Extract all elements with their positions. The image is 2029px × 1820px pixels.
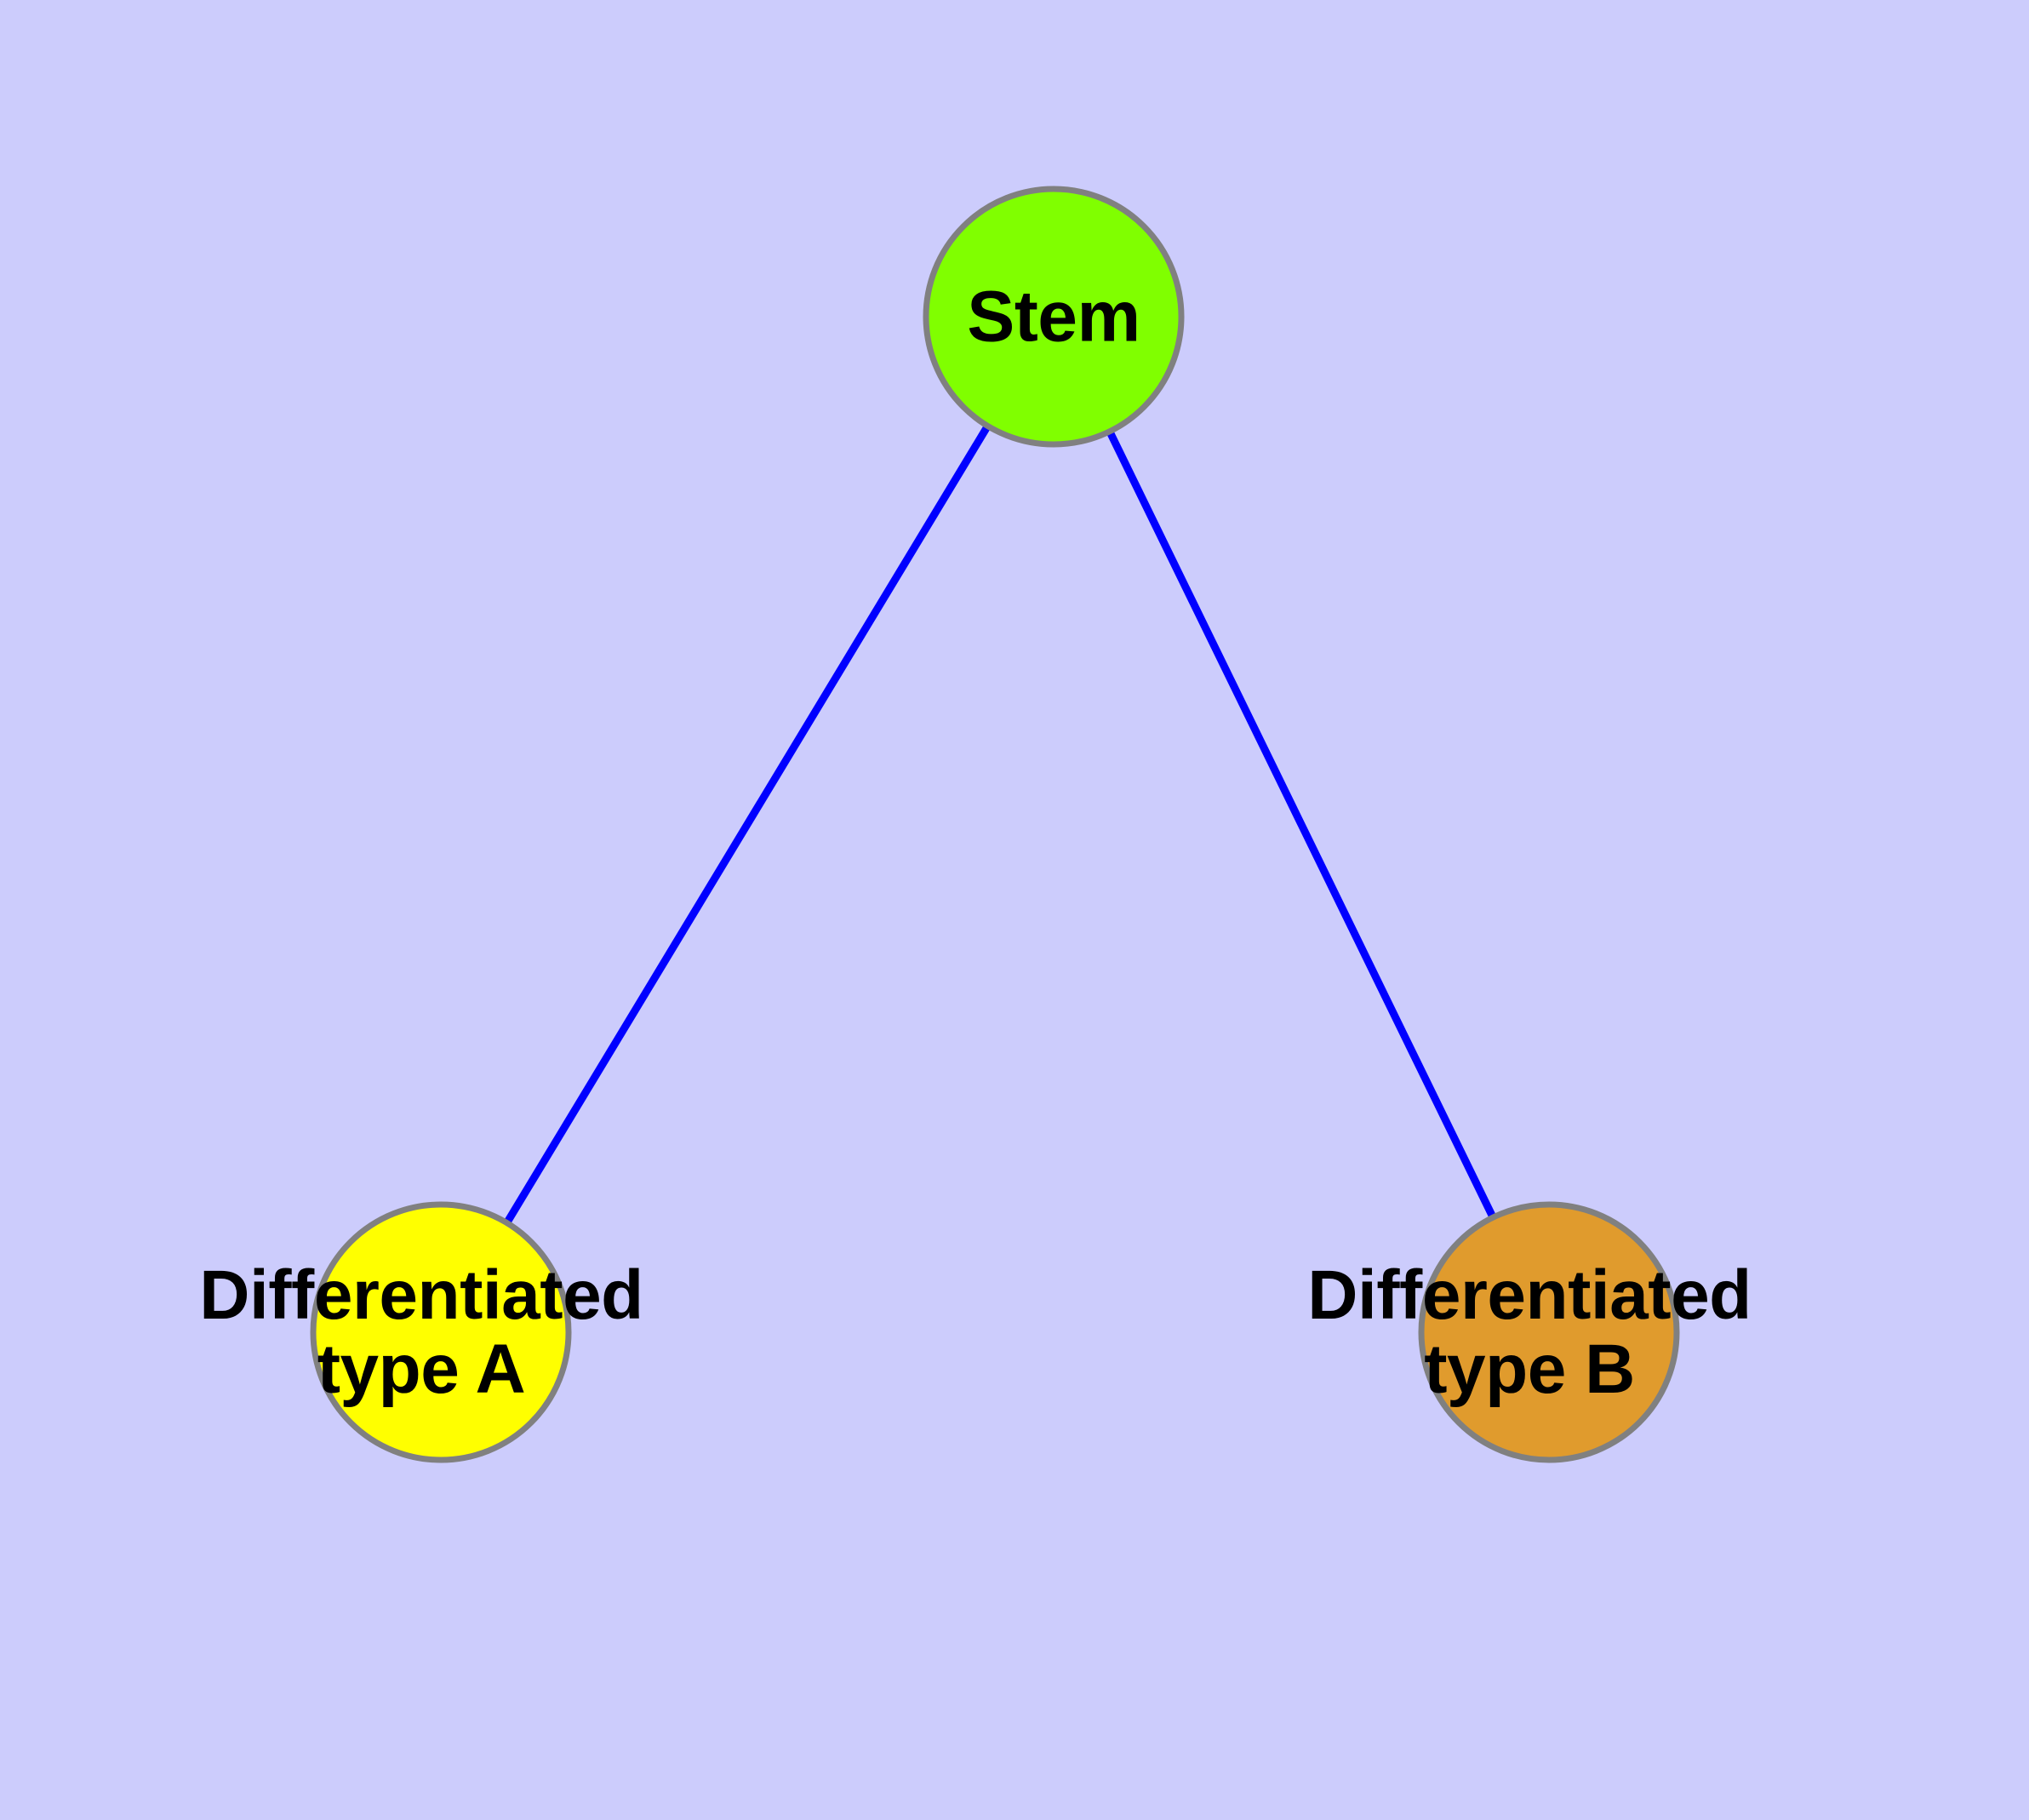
graph-node-stem[interactable]: [923, 186, 1185, 448]
graph-node-diff-b[interactable]: [1418, 1201, 1680, 1463]
node-layer: [310, 186, 1680, 1463]
edge-layer: [437, 314, 1553, 1335]
graph-edge-stem-to-diff-b: [1049, 315, 1553, 1334]
graph-edge-stem-to-diff-a: [437, 314, 1057, 1335]
graph-node-diff-a[interactable]: [310, 1201, 572, 1463]
